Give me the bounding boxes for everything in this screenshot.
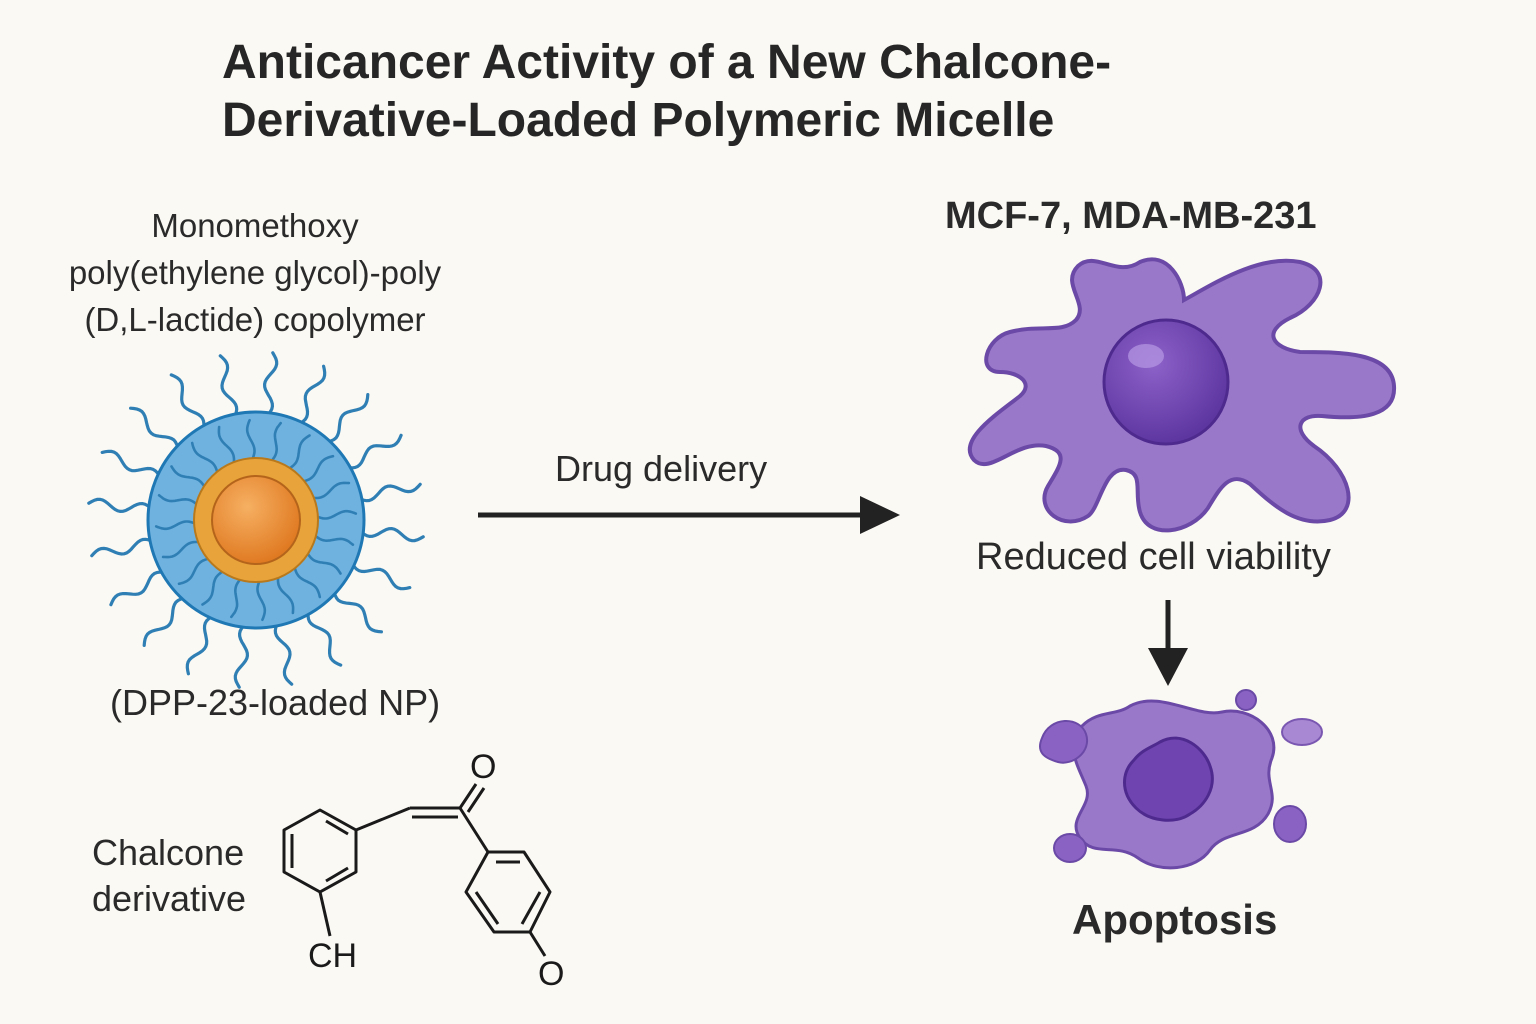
peg-tail xyxy=(357,526,425,543)
apoptotic-body-5 xyxy=(1273,805,1307,843)
apoptotic-nucleus xyxy=(1123,736,1214,822)
title-line-1: Anticancer Activity of a New Chalcone- xyxy=(222,36,1112,89)
peg-tail xyxy=(233,621,250,689)
inner-tail xyxy=(177,557,212,586)
micelle-nanoparticle xyxy=(87,351,425,689)
apoptotic-body-1 xyxy=(1039,720,1089,764)
apoptotic-cell xyxy=(1039,689,1323,870)
polymer-label: Monomethoxy poly(ethylene glycol)-poly (… xyxy=(20,202,490,343)
peg-tail xyxy=(169,373,206,432)
inner-tail xyxy=(269,421,282,464)
apoptotic-body-3 xyxy=(1235,689,1257,711)
inner-tail xyxy=(190,441,219,476)
peg-tail xyxy=(332,587,383,634)
inner-tail xyxy=(256,578,267,622)
bond-carbonyl-2 xyxy=(466,787,486,813)
peg-tail xyxy=(349,560,412,591)
atom-o-para: O xyxy=(538,955,565,993)
bond-carbonyl xyxy=(458,783,478,809)
peg-tail xyxy=(100,449,163,480)
polymer-label-line-3: (D,L-lactide) copolymer xyxy=(84,301,426,338)
peg-tail xyxy=(273,620,294,686)
peg-tail xyxy=(129,406,180,453)
inner-tail xyxy=(230,576,243,619)
apoptosis-arrow xyxy=(1148,600,1188,686)
cancer-cell xyxy=(967,257,1397,533)
peg-tail xyxy=(356,482,422,503)
drug-delivery-arrow xyxy=(478,496,900,534)
atom-o-carbonyl: O xyxy=(470,748,497,786)
inner-tail xyxy=(305,550,342,575)
inner-tail xyxy=(217,425,236,466)
inner-tail xyxy=(154,520,198,531)
peg-tail xyxy=(142,596,189,647)
peg-tail xyxy=(87,497,155,514)
inner-tail xyxy=(312,533,355,546)
inner-tail xyxy=(201,569,226,606)
inner-tail xyxy=(286,434,311,471)
apoptotic-body-2 xyxy=(1053,833,1087,863)
drug-delivery-label: Drug delivery xyxy=(555,448,768,489)
np-label: (DPP-23-loaded NP) xyxy=(110,682,441,723)
chalcone-label: Chalcone derivative xyxy=(92,830,246,922)
apoptosis-label: Apoptosis xyxy=(1072,896,1278,943)
ring-left-double-2 xyxy=(325,866,349,883)
inner-tail xyxy=(314,509,358,520)
chalcone-structure xyxy=(282,783,552,957)
polymer-label-line-1: Monomethoxy xyxy=(151,207,359,244)
atom-ch: CH xyxy=(308,937,358,975)
peg-tail xyxy=(306,608,343,667)
ring-right-double-2 xyxy=(520,891,542,925)
title-line-2: Derivative-Loaded Polymeric Micelle xyxy=(222,94,1055,147)
apoptotic-body-4 xyxy=(1281,718,1323,746)
inner-tail xyxy=(293,564,322,599)
polymer-label-line-2: poly(ethylene glycol)-poly xyxy=(68,254,442,291)
reduced-viability-label: Reduced cell viability xyxy=(976,536,1331,578)
peg-tail xyxy=(344,433,403,470)
ring-right xyxy=(464,850,552,934)
bond-ring-ch xyxy=(318,891,332,937)
inner-tail xyxy=(300,454,335,483)
chalcone-label-line-1: Chalcone xyxy=(92,832,245,873)
peg-tail xyxy=(262,351,279,419)
nucleus-highlight xyxy=(1128,344,1164,368)
inner-tail xyxy=(310,481,351,500)
ring-right-double-3 xyxy=(474,891,500,925)
peg-tail xyxy=(90,537,156,558)
peg-tail xyxy=(323,393,370,444)
ring-left xyxy=(282,808,358,894)
chalcone-label-line-2: derivative xyxy=(92,878,247,919)
peg-tail xyxy=(296,364,327,427)
inner-tail xyxy=(245,418,256,462)
bond-ring-o xyxy=(528,931,547,957)
peg-tail xyxy=(109,570,168,607)
bond-co-ring xyxy=(458,807,490,853)
ring-left-double-1 xyxy=(325,819,349,836)
peg-tail xyxy=(218,354,239,420)
peg-tail xyxy=(185,613,216,676)
inner-tail xyxy=(157,494,200,507)
page-title: Anticancer Activity of a New Chalcone- D… xyxy=(222,34,1222,150)
bond-ring-vinyl xyxy=(355,806,411,832)
cell-lines-label: MCF-7, MDA-MB-231 xyxy=(945,195,1317,237)
cancer-cell-nucleus xyxy=(1102,318,1230,446)
inner-tail xyxy=(161,540,202,559)
inner-tails xyxy=(154,418,358,622)
inner-tail xyxy=(170,465,207,490)
peg-tails xyxy=(87,351,425,689)
micelle-core xyxy=(211,475,301,565)
inner-tail xyxy=(276,574,295,615)
